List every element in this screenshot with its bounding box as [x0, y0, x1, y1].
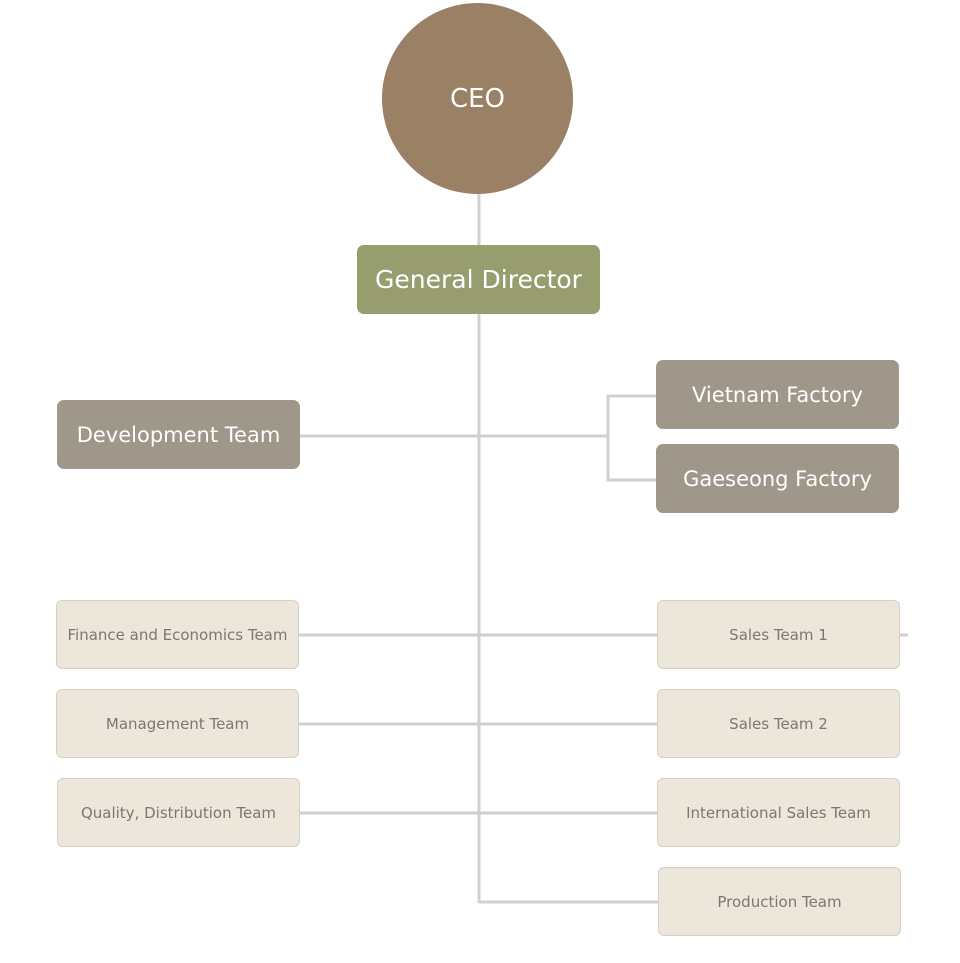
- sales-team-2-node: Sales Team 2: [657, 689, 900, 758]
- factory-bracket-line: [606, 394, 656, 482]
- general-director-node: General Director: [357, 245, 600, 314]
- development-team-node: Development Team: [57, 400, 300, 469]
- international-sales-team-node: International Sales Team: [657, 778, 900, 847]
- vietnam-factory-node: Vietnam Factory: [656, 360, 899, 429]
- ceo-node: CEO: [382, 3, 573, 194]
- management-team-node: Management Team: [56, 689, 299, 758]
- quality-distribution-team-node: Quality, Distribution Team: [57, 778, 300, 847]
- finance-economics-team-node: Finance and Economics Team: [56, 600, 299, 669]
- sales-team-1-node: Sales Team 1: [657, 600, 900, 669]
- production-team-node: Production Team: [658, 867, 901, 936]
- gaeseong-factory-node: Gaeseong Factory: [656, 444, 899, 513]
